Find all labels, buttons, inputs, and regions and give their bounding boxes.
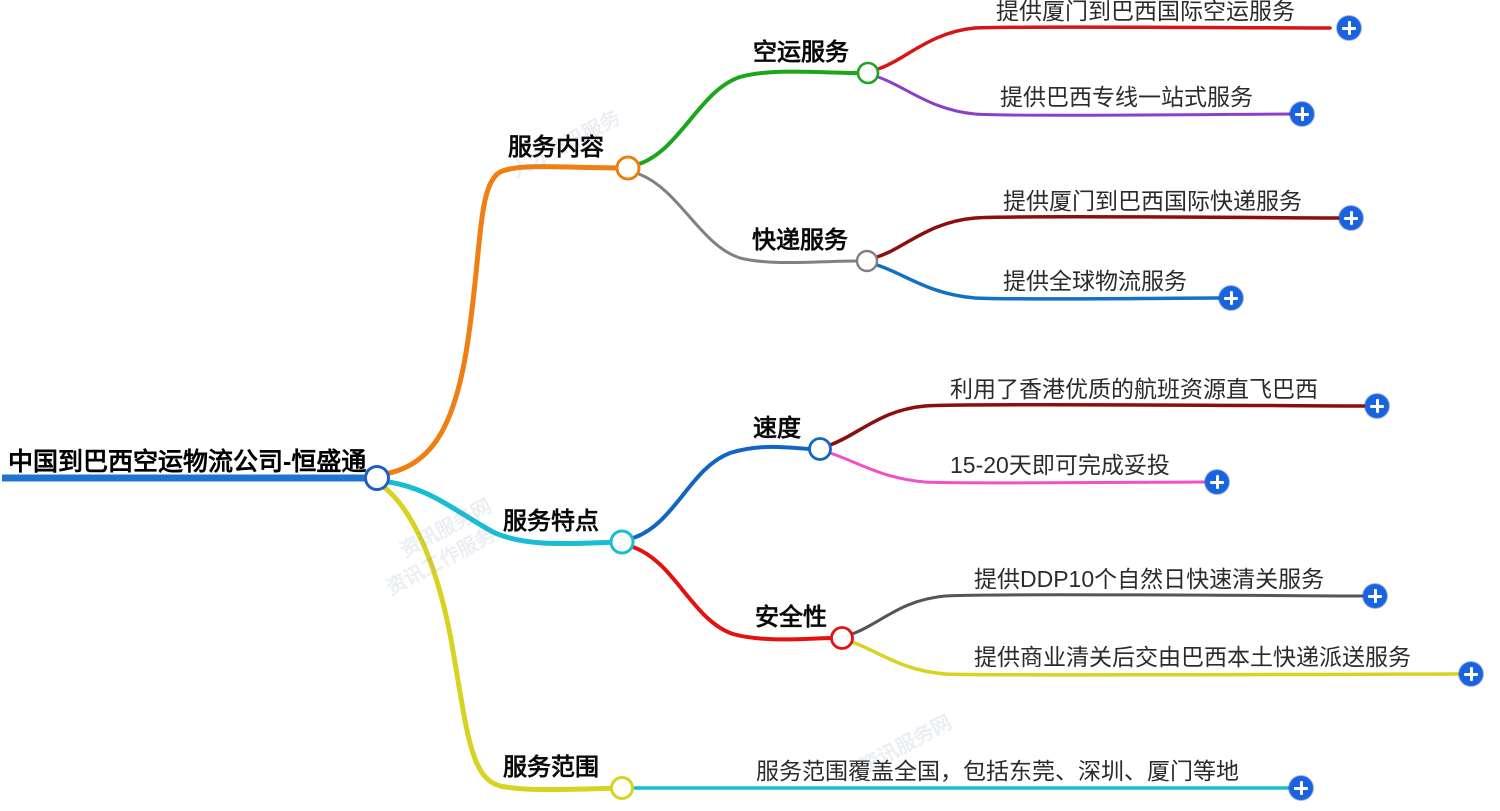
connector-safety-to-leaf-1 — [850, 593, 1364, 636]
node-speed — [808, 437, 832, 461]
add-button-safety-1[interactable] — [1363, 584, 1387, 608]
leaf-label-air-freight-1[interactable]: 提供厦门到巴西国际空运服务 — [996, 0, 1295, 24]
add-button-express-1[interactable] — [1339, 206, 1363, 230]
connector-express-to-leaf-2 — [875, 263, 1220, 301]
node-air-freight — [856, 61, 880, 85]
leaf-label-speed-1[interactable]: 利用了香港优质的航班资源直飞巴西 — [950, 376, 1318, 402]
add-button-speed-2[interactable] — [1205, 470, 1229, 494]
node-service-features — [609, 529, 635, 555]
connector-root-to-service-features — [378, 478, 625, 547]
root-node-label[interactable]: 中国到巴西空运物流公司-恒盛通 — [8, 448, 367, 476]
branch-label-air-freight[interactable]: 空运服务 — [753, 39, 849, 66]
node-service-scope — [610, 776, 634, 800]
node-express — [855, 249, 879, 273]
connector-service-features-to-safety — [631, 545, 834, 642]
add-button-safety-2[interactable] — [1459, 662, 1483, 686]
node-service-content — [615, 155, 641, 181]
connector-safety-to-leaf-2 — [850, 640, 1460, 677]
node-safety — [830, 626, 854, 650]
connector-air-freight-to-leaf-1 — [876, 25, 1332, 71]
branch-label-speed[interactable]: 速度 — [753, 415, 801, 442]
connector-root-to-service-content — [376, 164, 631, 478]
leaf-label-speed-2[interactable]: 15-20天即可完成妥投 — [950, 452, 1170, 478]
connector-express-to-leaf-1 — [875, 214, 1340, 259]
leaf-label-express-1[interactable]: 提供厦门到巴西国际快递服务 — [1003, 188, 1302, 214]
branch-label-service-scope[interactable]: 服务范围 — [503, 754, 599, 781]
branch-label-service-features[interactable]: 服务特点 — [503, 508, 599, 535]
connector-air-freight-to-leaf-2 — [876, 75, 1292, 117]
connector-service-content-to-express — [637, 172, 859, 265]
leaf-label-express-2[interactable]: 提供全球物流服务 — [1003, 268, 1187, 294]
leaf-label-safety-2[interactable]: 提供商业清关后交由巴西本土快递派送服务 — [974, 644, 1411, 670]
branch-label-service-content[interactable]: 服务内容 — [508, 134, 604, 161]
add-button-service-scope-1[interactable] — [1289, 776, 1313, 800]
connector-speed-to-leaf-1 — [828, 402, 1366, 447]
connector-speed-to-leaf-2 — [828, 451, 1206, 485]
leaf-label-safety-1[interactable]: 提供DDP10个自然日快速清关服务 — [974, 566, 1325, 592]
connector-service-content-to-air-freight — [637, 69, 860, 166]
add-button-express-2[interactable] — [1219, 286, 1243, 310]
leaf-label-service-scope-1[interactable]: 服务范围覆盖全国，包括东莞、深圳、厦门等地 — [756, 758, 1239, 784]
branch-label-safety[interactable]: 安全性 — [755, 604, 827, 631]
connector-root-to-service-scope — [377, 481, 625, 793]
leaf-label-air-freight-2[interactable]: 提供巴西专线一站式服务 — [1000, 84, 1253, 110]
branch-label-express[interactable]: 快递服务 — [752, 227, 848, 254]
connector-service-features-to-speed — [631, 444, 812, 540]
node-root — [364, 465, 390, 491]
add-button-speed-1[interactable] — [1365, 394, 1389, 418]
add-button-air-freight-1[interactable] — [1337, 16, 1361, 40]
add-button-air-freight-2[interactable] — [1290, 102, 1314, 126]
